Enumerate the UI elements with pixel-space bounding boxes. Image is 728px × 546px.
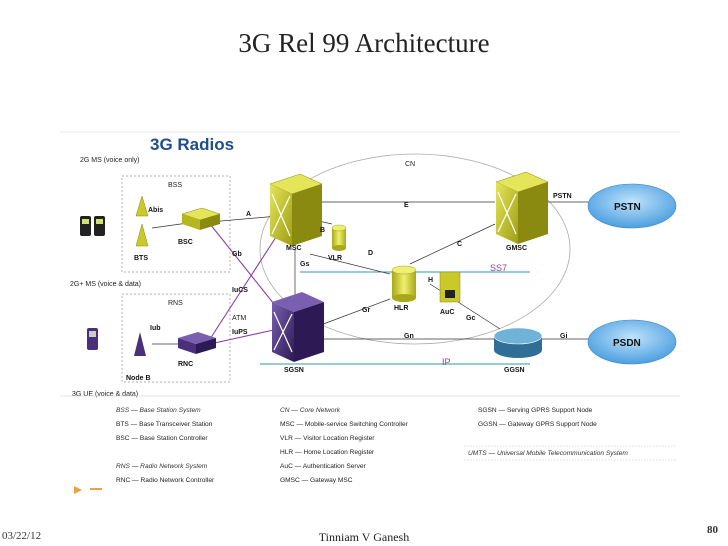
legend-item: AuC — Authentication Server — [280, 463, 367, 470]
page-number: 80 — [707, 524, 718, 536]
nodeb-label: Node B — [126, 375, 151, 382]
legend-item: GGSN — Gateway GPRS Support Node — [478, 421, 597, 428]
gmsc-node — [495, 171, 549, 244]
rnc-label: RNC — [178, 361, 193, 368]
architecture-diagram: 3G Radios 2G MS (voice only) 2G+ MS (voi… — [60, 131, 680, 494]
rnc-node — [178, 332, 216, 354]
vlr-label: VLR — [328, 255, 342, 262]
iface-e: E — [404, 202, 409, 209]
legend-item: UMTS — Universal Mobile Telecommunicatio… — [468, 450, 628, 457]
iface-gs: Gs — [300, 261, 309, 268]
footer-date: 03/22/12 — [2, 530, 42, 542]
phone-icon — [80, 216, 105, 350]
diagram-heading: 3G Radios — [150, 135, 234, 154]
page-title: 3G Rel 99 Architecture — [238, 28, 490, 58]
iface-gi: Gi — [560, 333, 567, 340]
bss-label: BSS — [168, 182, 182, 189]
ggsn-label: GGSN — [504, 367, 525, 374]
label-2g-ms: 2G MS (voice only) — [80, 157, 140, 164]
bsc-label: BSC — [178, 239, 193, 246]
gmsc-label: GMSC — [506, 245, 527, 252]
arrow-marker-icon — [74, 486, 102, 494]
legend-item: HLR — Home Location Register — [280, 449, 375, 456]
cn-ellipse — [259, 153, 571, 345]
psdn-label: PSDN — [613, 338, 641, 349]
msc-node — [269, 173, 323, 246]
hlr-label: HLR — [394, 305, 408, 312]
msc-label: MSC — [286, 245, 302, 252]
cn-label: CN — [405, 161, 415, 168]
pstn-label: PSTN — [614, 202, 641, 213]
iface-gn: Gn — [404, 333, 414, 340]
iface-d: D — [368, 250, 373, 257]
label-3g-ue: 3G UE (voice & data) — [72, 391, 138, 398]
legend-item: MSC — Mobile-service Switching Controlle… — [280, 421, 409, 428]
legend-item: RNC — Radio Network Controller — [116, 477, 215, 484]
iface-gc: Gc — [466, 315, 475, 322]
pstn-link-label: PSTN — [553, 193, 572, 200]
auc-label: AuC — [440, 309, 454, 316]
iface-a: A — [246, 211, 251, 218]
bsc-node — [181, 207, 221, 230]
bts-label: BTS — [134, 255, 148, 262]
sgsn-label: SGSN — [284, 367, 304, 374]
bss-box — [121, 175, 231, 273]
legend-item: RNS — Radio Network System — [116, 463, 208, 470]
legend-item: GMSC — Gateway MSC — [280, 477, 353, 484]
legend-item: VLR — Visitor Location Register — [280, 435, 375, 442]
legend-item: SGSN — Serving GPRS Support Node — [478, 407, 593, 414]
iface-iups: IuPS — [232, 329, 248, 336]
legend-item: BTS — Base Transceiver Station — [116, 421, 213, 428]
auc-node — [439, 271, 461, 303]
rns-box — [121, 293, 231, 383]
pstn-cloud: PSTN — [587, 183, 677, 229]
iface-gr: Gr — [362, 307, 370, 314]
sgsn-node — [272, 292, 324, 362]
iface-h: H — [428, 277, 433, 284]
tower-icon — [134, 195, 149, 356]
iface-iucs: IuCS — [232, 287, 248, 294]
vlr-node — [331, 224, 347, 251]
iface-b: B — [320, 227, 325, 234]
ss7-label: SS7 — [490, 263, 507, 273]
legend-item: CN — Core Network — [280, 407, 341, 414]
iface-gb: Gb — [232, 251, 242, 258]
psdn-cloud: PSDN — [587, 319, 677, 365]
iface-atm: ATM — [232, 315, 246, 322]
hlr-node — [391, 265, 417, 302]
label-2gplus-ms: 2G+ MS (voice & data) — [70, 281, 141, 288]
iface-abis: Abis — [148, 207, 163, 214]
footer-author: Tinniam V Ganesh — [318, 530, 410, 544]
ggsn-node — [493, 327, 543, 358]
links — [151, 201, 590, 345]
ip-label: IP — [442, 357, 451, 367]
legend-item: BSC — Base Station Controller — [116, 435, 208, 442]
iface-iub: Iub — [150, 325, 161, 332]
rns-label: RNS — [168, 300, 183, 307]
legend-item: BSS — Base Station System — [116, 407, 201, 414]
iface-c: C — [457, 241, 462, 248]
